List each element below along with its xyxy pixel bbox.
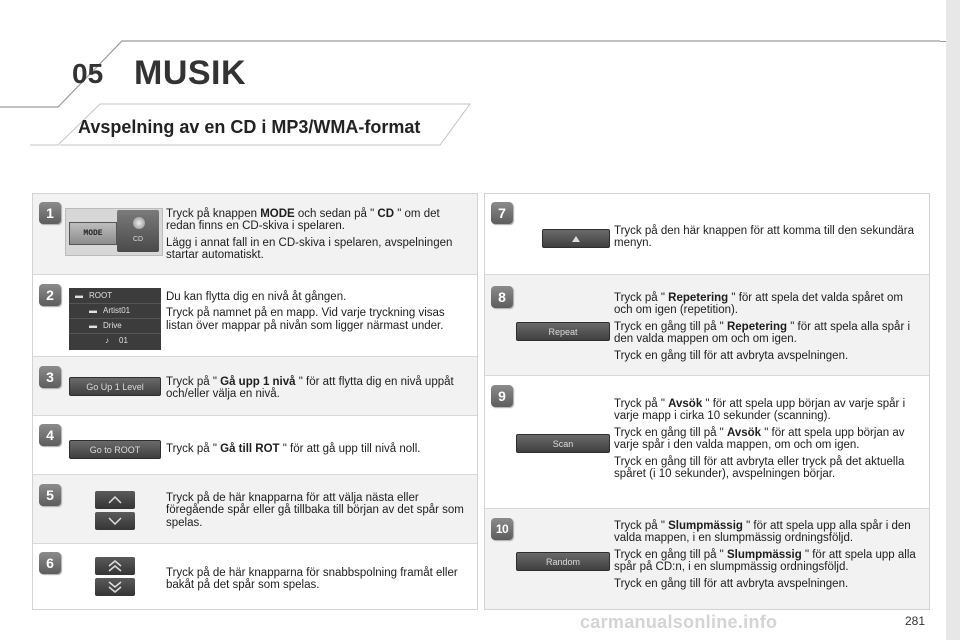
chapter-number: 05 — [72, 58, 104, 89]
step-5-badge: 5 — [39, 484, 61, 506]
step-9-badge: 9 — [491, 385, 513, 407]
repeat-button[interactable]: Repeat — [516, 322, 610, 341]
step-7-badge: 7 — [491, 202, 513, 224]
step-10-badge: 10 — [491, 518, 513, 540]
folder-icon: ▬ — [89, 306, 97, 315]
chevron-down-icon — [108, 517, 122, 525]
chapter-title: MUSIK — [134, 54, 247, 92]
step-6-text: Tryck på de här knapparna för snabbspoln… — [166, 567, 458, 592]
step-4-text: Tryck på " Gå till ROT " för att gå upp … — [166, 443, 421, 455]
step-5-row — [33, 475, 477, 543]
random-button[interactable]: Random — [516, 552, 610, 571]
step-1-badge: 1 — [39, 202, 61, 224]
step-6-badge: 6 — [39, 552, 61, 574]
divider — [485, 274, 929, 275]
triangle-up-icon — [572, 235, 580, 242]
step-2-badge: 2 — [39, 284, 61, 306]
divider — [33, 356, 477, 357]
header-decoration — [0, 40, 946, 146]
music-note-icon: ♪ — [105, 336, 109, 345]
step-7-text: Tryck på den här knappen för att komma t… — [614, 225, 915, 250]
cd-button[interactable]: CD — [117, 210, 159, 252]
section-title: Avspelning av en CD i MP3/WMA-format — [78, 117, 421, 137]
folder-list-item[interactable]: ▬ROOT — [69, 288, 161, 304]
step-8-badge: 8 — [491, 286, 513, 308]
double-chevron-down-icon — [108, 581, 122, 593]
folder-list-item[interactable]: ▬Drive — [69, 318, 161, 334]
folder-icon: ▬ — [75, 291, 83, 300]
chevron-up-icon — [108, 496, 122, 504]
step-5-text: Tryck på de här knapparna för att välja … — [166, 492, 464, 529]
step-9-text: Tryck på " Avsök " för att spela upp bör… — [614, 398, 906, 481]
folder-list: ▬ROOT ▬Artist01 ▬Drive ♪01 — [69, 288, 161, 350]
secondary-menu-button[interactable] — [542, 229, 610, 248]
step-2-text: Du kan flytta dig en nivå åt gången. Try… — [166, 291, 445, 332]
divider — [33, 474, 477, 475]
fast-backward-button[interactable] — [95, 557, 135, 575]
divider — [33, 543, 477, 544]
step-10-text: Tryck på " Slumpmässig " för att spela u… — [614, 520, 916, 590]
fast-forward-button[interactable] — [95, 578, 135, 596]
divider — [33, 415, 477, 416]
cd-disc-icon — [133, 217, 145, 229]
folder-icon: ▬ — [89, 321, 97, 330]
folder-list-item[interactable]: ♪01 — [105, 336, 128, 345]
previous-track-button[interactable] — [95, 491, 135, 509]
scan-button[interactable]: Scan — [516, 434, 610, 453]
right-panel: 7 Tryck på den här knappen för att komma… — [484, 193, 930, 610]
mode-button[interactable]: MODE — [69, 222, 117, 245]
go-up-level-button[interactable]: Go Up 1 Level — [69, 377, 161, 396]
side-band — [946, 0, 960, 640]
step-1-text: Tryck på knappen MODE och sedan på " CD … — [166, 208, 453, 262]
double-chevron-up-icon — [108, 560, 122, 572]
divider — [485, 508, 929, 509]
step-4-badge: 4 — [39, 424, 61, 446]
watermark: carmanualsonline.info — [580, 612, 778, 632]
step-3-text: Tryck på " Gå upp 1 nivå " för att flytt… — [166, 376, 454, 401]
go-to-root-button[interactable]: Go to ROOT — [69, 440, 161, 459]
step-8-text: Tryck på " Repetering " för att spela de… — [614, 292, 911, 362]
divider — [33, 274, 477, 275]
left-panel: 1 MODE CD Tryck på knappen MODE och seda… — [32, 193, 478, 610]
divider — [485, 375, 929, 376]
next-track-button[interactable] — [95, 512, 135, 530]
page-number: 281 — [905, 614, 926, 628]
cd-button-label: CD — [132, 236, 144, 243]
folder-list-item[interactable]: ▬Artist01 — [69, 303, 161, 319]
step-3-badge: 3 — [39, 366, 61, 388]
